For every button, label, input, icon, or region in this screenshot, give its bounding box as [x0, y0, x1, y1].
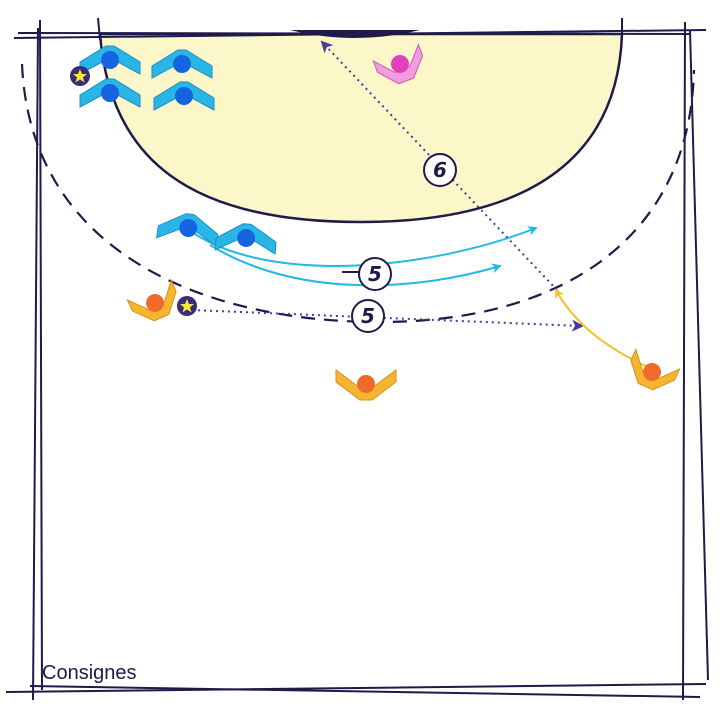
- svg-text:6: 6: [433, 158, 447, 182]
- caption: Consignes: [42, 662, 137, 684]
- defender-blue-3-player-icon: [151, 49, 213, 79]
- attacker-center-player-icon: [335, 369, 397, 401]
- svg-text:5: 5: [361, 304, 375, 328]
- defender-blue-4-player-icon: [153, 81, 215, 111]
- goal-area-zone: [98, 32, 624, 224]
- defender-blue-6-player-icon: [214, 223, 277, 255]
- pass-arrow: [191, 309, 584, 332]
- ball-star-icon: [70, 66, 90, 86]
- ball-star-icon: [177, 296, 197, 316]
- attacker-left-player-icon: [126, 279, 177, 322]
- svg-text:5: 5: [368, 262, 382, 286]
- run-arrow-defender-1: [191, 226, 538, 267]
- step-label-shot: 6: [423, 153, 457, 187]
- run-arrow-defender-2: [209, 244, 502, 287]
- attacker-right-player-icon: [630, 348, 681, 391]
- goalkeeper-player-icon: [372, 43, 424, 85]
- defender-blue-5-player-icon: [156, 213, 219, 247]
- step-label-cross: 5: [358, 257, 392, 291]
- step-label-pass: 5: [351, 299, 385, 333]
- defender-blue-2-player-icon: [79, 78, 141, 108]
- defender-blue-1-player-icon: [79, 45, 141, 75]
